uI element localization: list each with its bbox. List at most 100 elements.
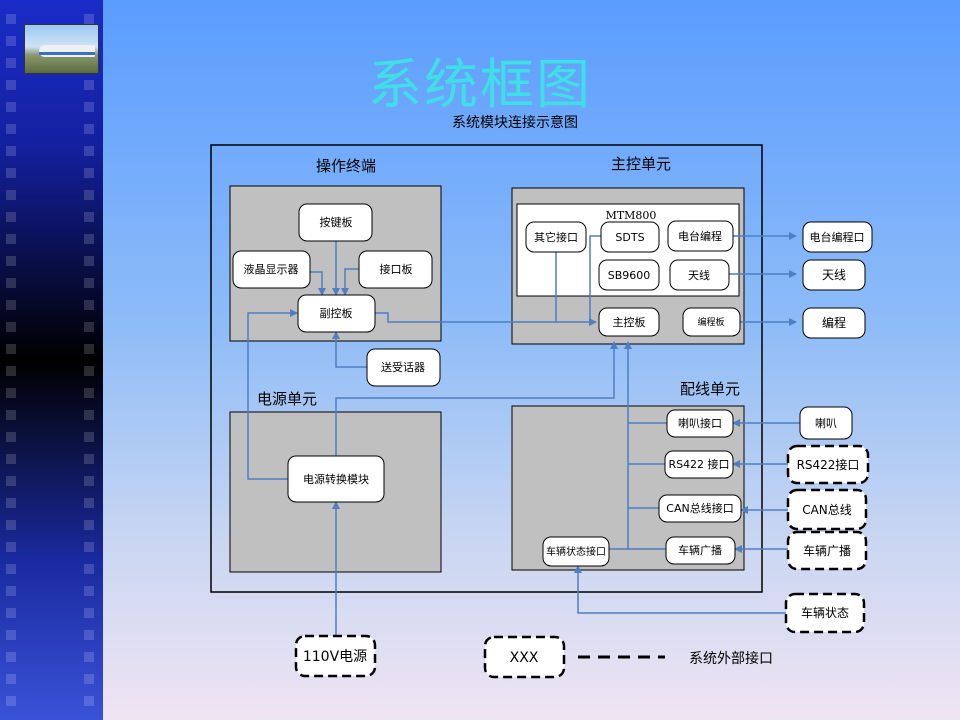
decor-square bbox=[6, 498, 16, 508]
decor-square bbox=[6, 80, 16, 90]
node-main-board bbox=[598, 307, 660, 337]
decor-square bbox=[6, 168, 16, 178]
decor-square bbox=[84, 432, 94, 442]
decor-square bbox=[6, 608, 16, 618]
node-speaker-if bbox=[666, 409, 734, 438]
text-lcd: 液晶显示器 bbox=[244, 262, 299, 276]
node-lcd bbox=[232, 250, 311, 289]
decor-square bbox=[84, 476, 94, 486]
text-speaker-if: 喇叭接口 bbox=[678, 416, 722, 430]
text-keypad: 按键板 bbox=[320, 215, 353, 229]
decor-square bbox=[84, 190, 94, 200]
diagram-subtitle: 系统模块连接示意图 bbox=[452, 115, 578, 131]
decor-square bbox=[84, 542, 94, 552]
sidebar-decoration bbox=[0, 0, 103, 720]
decor-square bbox=[84, 256, 94, 266]
text-ext-antenna: 天线 bbox=[822, 268, 846, 282]
decor-square bbox=[84, 14, 94, 24]
decor-square bbox=[84, 146, 94, 156]
text-interface-board: 接口板 bbox=[380, 262, 413, 276]
decor-square bbox=[84, 454, 94, 464]
text-ext-can: CAN总线 bbox=[802, 503, 852, 517]
text-power-converter: 电源转换模块 bbox=[303, 472, 369, 486]
node-sub-control bbox=[297, 294, 376, 333]
decor-square bbox=[84, 322, 94, 332]
decor-square bbox=[84, 608, 94, 618]
decor-square bbox=[6, 102, 16, 112]
ext-rs422 bbox=[786, 444, 870, 485]
ext-can bbox=[786, 488, 868, 531]
text-rs422-if: RS422 接口 bbox=[668, 458, 729, 471]
node-handset bbox=[366, 348, 441, 387]
decor-square bbox=[6, 432, 16, 442]
decor-square bbox=[84, 652, 94, 662]
decor-square bbox=[6, 410, 16, 420]
node-power-converter bbox=[287, 455, 385, 503]
decor-square bbox=[6, 542, 16, 552]
text-sdts: SDTS bbox=[615, 231, 644, 244]
node-rs422-if bbox=[664, 450, 734, 479]
decor-square bbox=[6, 476, 16, 486]
decor-square bbox=[6, 300, 16, 310]
text-sb9600: SB9600 bbox=[608, 269, 651, 282]
decor-square bbox=[6, 322, 16, 332]
decor-square bbox=[6, 190, 16, 200]
decor-square bbox=[84, 80, 94, 90]
ext-antenna bbox=[802, 259, 866, 291]
decor-square bbox=[84, 498, 94, 508]
decor-square bbox=[6, 146, 16, 156]
text-antenna-int: 天线 bbox=[688, 268, 710, 282]
decor-square bbox=[84, 168, 94, 178]
decor-square bbox=[6, 58, 16, 68]
text-ext-programming: 编程 bbox=[822, 315, 846, 330]
decor-square bbox=[84, 102, 94, 112]
ext-broadcast bbox=[786, 530, 868, 571]
node-station-prog bbox=[667, 220, 734, 252]
text-handset: 送受话器 bbox=[381, 360, 425, 374]
text-ext-rs422: RS422接口 bbox=[797, 457, 860, 472]
decor-square bbox=[84, 278, 94, 288]
decor-square bbox=[6, 344, 16, 354]
text-main-board: 主控板 bbox=[613, 315, 646, 329]
ext-power-110v bbox=[294, 634, 377, 678]
text-ext-status: 车辆状态 bbox=[801, 605, 849, 620]
text-sub-control: 副控板 bbox=[320, 306, 353, 320]
decor-square bbox=[6, 234, 16, 244]
node-sdts bbox=[600, 221, 660, 253]
legend-text: 系统外部接口 bbox=[689, 650, 773, 667]
text-ext-power: 110V电源 bbox=[303, 649, 367, 665]
ext-programming bbox=[802, 307, 866, 339]
ext-speaker bbox=[799, 406, 853, 440]
decor-square bbox=[84, 696, 94, 706]
decor-square bbox=[84, 344, 94, 354]
text-ext-broadcast: 车辆广播 bbox=[803, 543, 851, 558]
node-can-if bbox=[658, 494, 742, 523]
node-sb9600 bbox=[598, 259, 660, 291]
label-wiring: 配线单元 bbox=[680, 380, 740, 398]
decor-square bbox=[6, 36, 16, 46]
label-operation: 操作终端 bbox=[316, 157, 376, 175]
decor-square bbox=[6, 366, 16, 376]
decor-square bbox=[84, 586, 94, 596]
text-station-prog: 电台编程 bbox=[678, 229, 722, 243]
decor-square bbox=[84, 630, 94, 640]
text-status-if: 车辆状态接口 bbox=[546, 545, 606, 558]
decor-square bbox=[6, 630, 16, 640]
decor-square bbox=[84, 212, 94, 222]
decor-square bbox=[84, 300, 94, 310]
node-keypad bbox=[298, 203, 373, 242]
decor-square bbox=[84, 564, 94, 574]
label-main: 主控单元 bbox=[611, 155, 671, 173]
text-other-interface: 其它接口 bbox=[534, 230, 578, 244]
decor-square bbox=[6, 14, 16, 24]
decor-square bbox=[84, 674, 94, 684]
ext-status bbox=[784, 592, 866, 634]
decor-square bbox=[6, 388, 16, 398]
decor-square bbox=[84, 124, 94, 134]
ext-station-prog-port bbox=[802, 221, 873, 253]
node-antenna-int bbox=[669, 259, 730, 291]
decor-square bbox=[6, 674, 16, 684]
decor-square bbox=[6, 454, 16, 464]
decor-square bbox=[84, 366, 94, 376]
decor-square bbox=[84, 410, 94, 420]
